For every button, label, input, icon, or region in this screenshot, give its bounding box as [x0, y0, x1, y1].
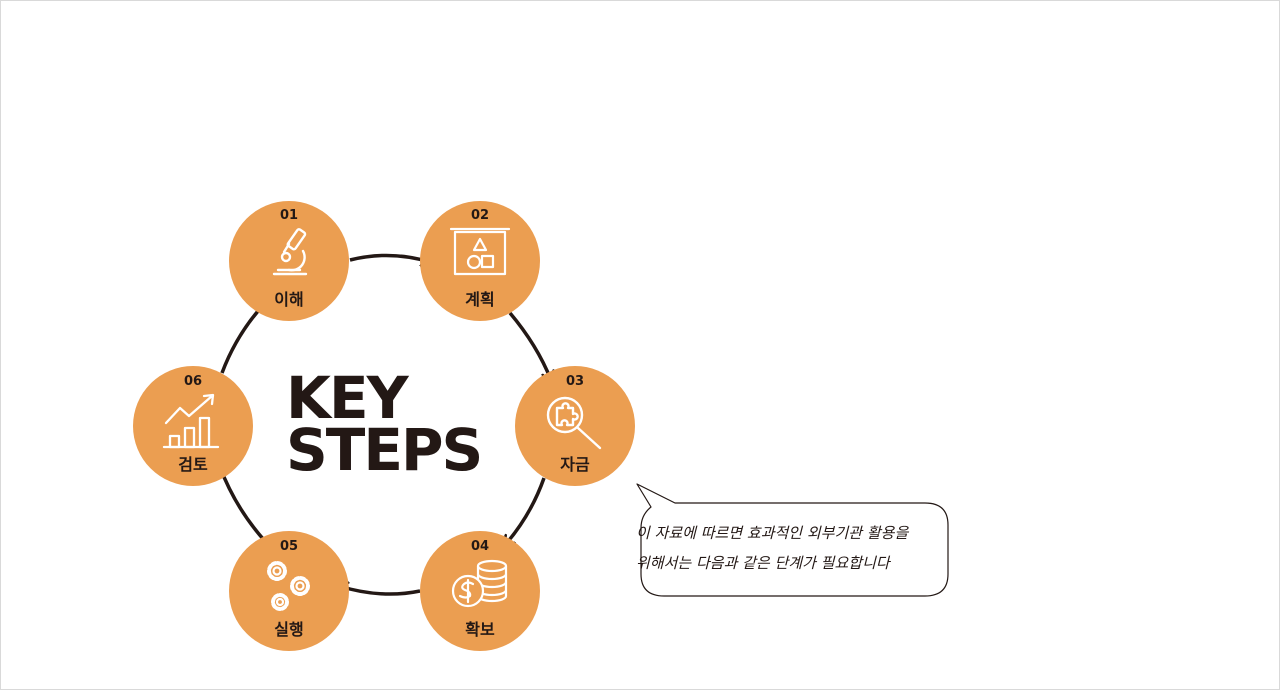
- arrow-01-to-02: [349, 255, 430, 262]
- title-line-steps: STEPS: [286, 416, 481, 484]
- growth-chart-icon: [162, 393, 220, 449]
- step-circle: [515, 366, 635, 486]
- step-number: 04: [471, 539, 489, 554]
- step-label: 자금: [560, 455, 590, 474]
- puzzle-search-icon: [546, 396, 602, 450]
- step-number: 05: [280, 539, 298, 554]
- step-node-04: 04 확보: [420, 531, 540, 651]
- step-node-05: 05 실행: [229, 531, 349, 651]
- callout-line-2: 위해서는 다음과 같은 단계가 필요합니다: [636, 554, 892, 572]
- step-label: 실행: [274, 620, 303, 639]
- title-line-key: KEY: [286, 364, 410, 432]
- arrow-03-to-04: [505, 477, 546, 545]
- step-label: 계획: [465, 290, 494, 309]
- step-node-03: 03 자금: [515, 366, 635, 486]
- step-number: 02: [471, 208, 489, 223]
- arrow-02-to-03: [508, 311, 551, 380]
- presentation-board-icon: [449, 227, 511, 276]
- arrow-04-to-05: [339, 586, 421, 596]
- step-node-06: 06 검토: [133, 366, 253, 486]
- speech-bubble: 이 자료에 따르면 효과적인 외부기관 활용을 위해서는 다음과 같은 단계가 …: [636, 483, 949, 597]
- callout-line-1: 이 자료에 따르면 효과적인 외부기관 활용을: [636, 524, 909, 542]
- step-circle: [229, 531, 349, 651]
- step-node-01: 01 이해: [229, 201, 349, 321]
- gears-icon: [267, 561, 310, 611]
- step-label: 검토: [178, 455, 208, 474]
- step-number: 01: [280, 208, 298, 223]
- step-number: 06: [184, 374, 202, 389]
- coins-dollar-icon: [451, 559, 508, 608]
- arrow-05-to-06: [220, 467, 266, 542]
- step-number: 03: [566, 374, 584, 389]
- step-node-02: 02 계획: [420, 201, 540, 321]
- step-label: 이해: [274, 290, 303, 309]
- step-label: 확보: [465, 620, 495, 639]
- microscope-icon: [272, 228, 308, 276]
- step-circle: [133, 366, 253, 486]
- speech-bubble-outline: [636, 483, 949, 597]
